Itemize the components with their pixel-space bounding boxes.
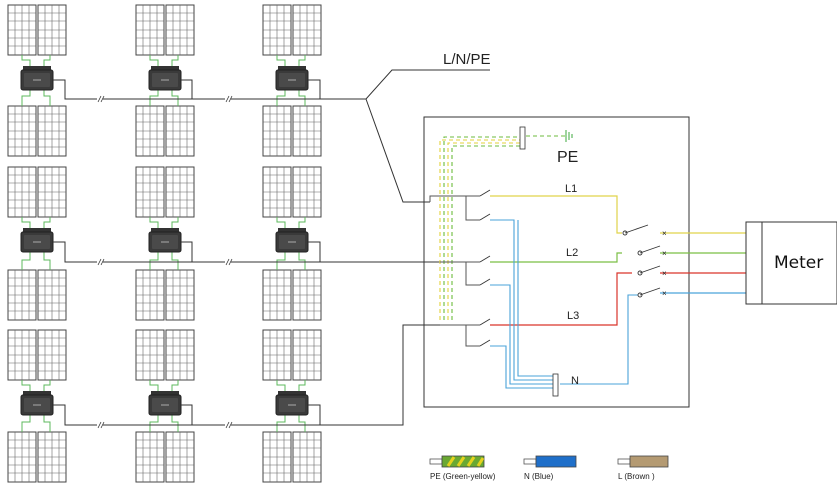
legend-pe-swatch xyxy=(441,455,485,468)
panel-group-row1-top xyxy=(8,5,321,55)
legend-pe-label: PE (Green-yellow) xyxy=(430,472,496,481)
l3-label: L3 xyxy=(567,310,579,322)
meter-feeds xyxy=(660,232,746,294)
n-wiring xyxy=(490,219,640,389)
l1-label: L1 xyxy=(565,183,577,195)
l1-wire xyxy=(490,195,622,234)
panel-group-row2-top xyxy=(8,167,321,217)
ac-trunk-cables xyxy=(53,69,490,426)
legend-n-swatch xyxy=(535,455,577,468)
breaker-switches xyxy=(479,189,491,347)
pv-array xyxy=(8,5,490,482)
svg-text:×: × xyxy=(662,229,667,238)
legend-n-label: N (Blue) xyxy=(524,472,554,481)
ground-icon xyxy=(565,130,573,142)
legend: PE (Green-yellow) N (Blue) L (Brown ) xyxy=(429,455,669,481)
svg-text:×: × xyxy=(662,249,667,258)
panel-group-row3-top xyxy=(8,330,321,380)
panel-group-row2-bottom xyxy=(8,270,321,320)
pe-busbar xyxy=(519,126,526,150)
breaker-inputs xyxy=(429,195,480,347)
pe-label: PE xyxy=(557,149,578,166)
l2-wire xyxy=(490,252,622,263)
svg-text:×: × xyxy=(662,289,667,298)
legend-l-label: L (Brown ) xyxy=(618,472,655,481)
pe-wiring xyxy=(439,135,566,320)
l2-label: L2 xyxy=(566,247,578,259)
meter-switches xyxy=(622,224,661,298)
distribution-box xyxy=(423,116,690,408)
legend-l-swatch xyxy=(629,455,669,468)
panel-group-row1-bottom xyxy=(8,106,321,156)
svg-text:×: × xyxy=(662,269,667,278)
meter-label: Meter xyxy=(774,253,823,273)
panel-group-row3-bottom xyxy=(8,432,321,482)
l3-wire xyxy=(490,272,632,326)
n-label: N xyxy=(571,375,579,387)
meter-box xyxy=(745,221,837,305)
dc-wires xyxy=(21,55,306,432)
n-busbar xyxy=(552,373,559,397)
bus-label: L/N/PE xyxy=(443,51,491,68)
